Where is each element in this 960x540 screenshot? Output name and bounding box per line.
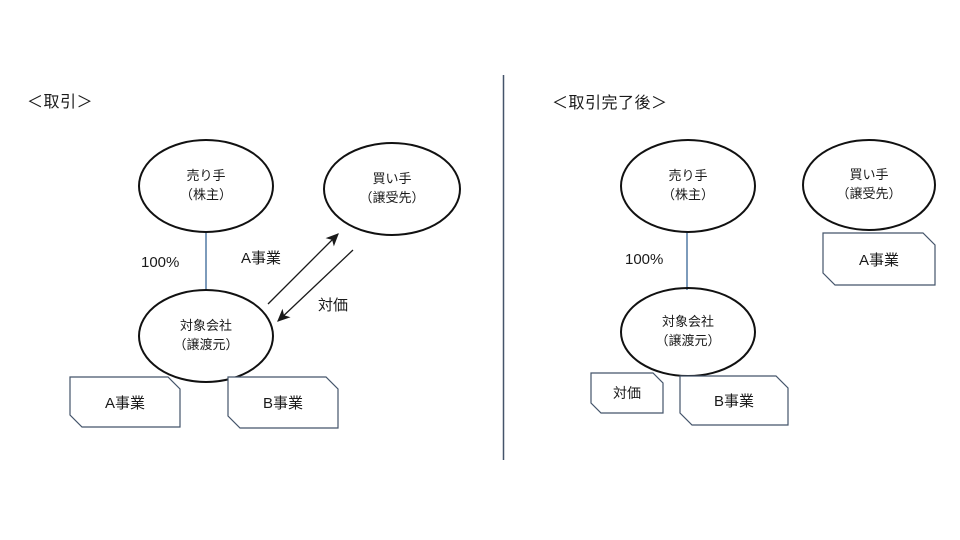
buyer-name: 買い手: [849, 167, 889, 183]
target-company-name: 対象会社: [661, 314, 714, 330]
ownership-percentage-left: 100%: [141, 254, 180, 271]
target-company-role: （譲渡元）: [173, 337, 239, 352]
seller-name: 売り手: [668, 168, 708, 184]
buyer-ellipse-left: [323, 142, 461, 236]
business-a-arrow-label: A事業: [241, 250, 282, 267]
consideration-box-label-right: 対価: [613, 385, 641, 401]
business-a-box-label-right: A事業: [858, 251, 899, 269]
buyer-role: （譲受先）: [836, 186, 902, 201]
seller-name: 売り手: [186, 168, 226, 184]
ownership-percentage-right: 100%: [625, 251, 664, 268]
buyer-name: 買い手: [372, 171, 412, 187]
buyer-label-right: 買い手 （譲受先）: [803, 140, 935, 230]
seller-ellipse-right: [620, 139, 756, 233]
left-panel-title: ＜取引＞: [27, 94, 94, 111]
consideration-arrow-label: 対価: [318, 297, 349, 314]
seller-role: （株主）: [179, 187, 232, 202]
business-a-box-label-left: A事業: [104, 394, 145, 412]
target-company-role: （譲渡元）: [655, 333, 721, 348]
buyer-role: （譲受先）: [359, 190, 425, 205]
consideration-box-right: [590, 372, 664, 414]
business-a-transfer-arrow: [267, 233, 339, 305]
buyer-label-left: 買い手 （譲受先）: [324, 143, 460, 235]
business-a-box-left: [69, 376, 181, 428]
business-b-box-label-right: B事業: [713, 393, 754, 410]
buyer-ellipse-right: [802, 139, 936, 231]
business-b-box-right: [679, 375, 789, 426]
target-company-label-right: 対象会社 （譲渡元）: [621, 288, 755, 376]
target-company-ellipse-left: [138, 289, 274, 383]
seller-role: （株主）: [661, 187, 714, 202]
seller-ellipse-left: [138, 139, 274, 233]
business-b-box-left: [227, 376, 339, 429]
target-company-label-left: 対象会社 （譲渡元）: [139, 290, 273, 382]
business-a-box-right: [822, 232, 936, 286]
consideration-arrow: [277, 249, 354, 322]
business-b-box-label-left: B事業: [262, 395, 303, 412]
right-panel-title: ＜取引完了後＞: [552, 95, 668, 112]
target-company-name: 対象会社: [179, 318, 232, 334]
seller-label-right: 売り手 （株主）: [621, 140, 755, 232]
seller-label-left: 売り手 （株主）: [139, 140, 273, 232]
